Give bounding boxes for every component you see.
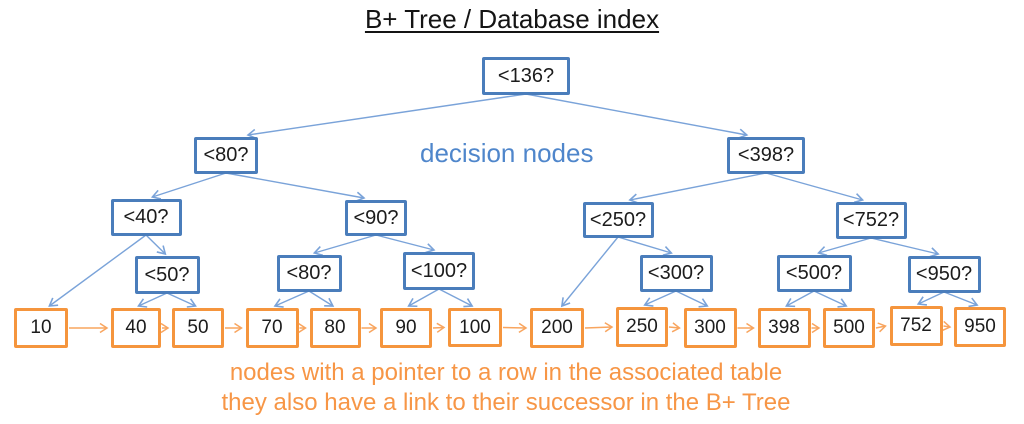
decision-node-label: <50? — [144, 263, 190, 286]
leaf-node-label: 40 — [125, 317, 147, 338]
leaf-node-100: 100 — [448, 308, 502, 347]
leaf-node-label: 950 — [964, 316, 996, 337]
successor-arrow — [942, 320, 952, 332]
leaf-node-label: 250 — [626, 316, 658, 337]
tree-edge — [375, 234, 436, 254]
leaf-node-label: 752 — [900, 315, 932, 336]
leaf-nodes-annotation: nodes with a pointer to a row in the ass… — [0, 358, 1012, 418]
tree-edge — [407, 288, 440, 308]
leaf-node-90: 90 — [380, 308, 432, 348]
leaf-node-752: 752 — [889, 306, 943, 346]
decision-node-40: <40? — [110, 199, 182, 236]
leaf-node-200: 200 — [530, 308, 584, 348]
decision-node-label: <90? — [353, 206, 399, 229]
tree-edge — [225, 172, 366, 202]
tree-edge — [525, 93, 749, 139]
leaf-node-label: 398 — [768, 317, 800, 338]
tree-edge — [438, 288, 474, 308]
tree-edge — [943, 291, 979, 308]
decision-node-950: <950? — [907, 256, 981, 293]
decision-node-label: <80? — [203, 144, 249, 166]
tree-edge — [765, 172, 865, 204]
leaf-node-300: 300 — [683, 308, 737, 348]
tree-edge — [628, 172, 767, 204]
leaf-node-label: 10 — [30, 317, 52, 338]
tree-edge — [617, 236, 673, 256]
leaf-node-500: 500 — [823, 308, 875, 348]
decision-node-80a: <80? — [194, 137, 258, 174]
tree-edge — [246, 93, 527, 140]
successor-arrow — [875, 322, 887, 333]
tree-edge — [870, 237, 940, 258]
successor-arrow — [584, 322, 614, 333]
leaf-node-label: 200 — [541, 317, 573, 338]
decision-node-300: <300? — [639, 255, 713, 292]
tree-edge — [308, 290, 335, 307]
tree-edge — [916, 291, 945, 306]
leaf-node-label: 100 — [459, 316, 491, 338]
leaf-node-40: 40 — [111, 308, 161, 348]
leaf-node-70: 70 — [245, 308, 299, 348]
decision-node-label: <80? — [286, 262, 332, 284]
tree-edge — [643, 290, 677, 307]
decision-node-label: <250? — [589, 208, 647, 231]
decision-node-752: <752? — [835, 202, 907, 239]
decision-node-250: <250? — [582, 202, 654, 238]
decision-node-label: <500? — [785, 262, 843, 284]
decision-node-label: <950? — [915, 263, 973, 285]
leaf-node-398: 398 — [757, 308, 811, 348]
tree-edge — [48, 234, 147, 307]
tree-edge — [145, 234, 167, 256]
successor-arrow — [502, 322, 528, 333]
leaf-node-80: 80 — [309, 308, 361, 348]
successor-arrow — [432, 322, 446, 333]
tree-edge — [817, 237, 872, 257]
decision-node-80b: <80? — [276, 255, 342, 292]
tree-edge — [137, 292, 168, 308]
successor-arrow — [668, 322, 681, 333]
leaf-node-50: 50 — [172, 308, 224, 348]
decision-node-50: <50? — [134, 256, 200, 294]
leaf-node-10: 10 — [14, 308, 68, 348]
decision-node-label: <398? — [737, 144, 795, 166]
tree-edge — [560, 236, 619, 308]
tree-edge — [150, 172, 227, 200]
tree-edge — [675, 290, 709, 308]
decision-node-label: <40? — [123, 206, 169, 228]
leaf-node-label: 50 — [187, 317, 209, 338]
leaf-node-250: 250 — [616, 307, 668, 347]
leaf-node-label: 500 — [833, 317, 865, 338]
decision-node-90: <90? — [345, 200, 407, 236]
leaf-note-line2: they also have a link to their successor… — [221, 389, 791, 416]
tree-edge — [785, 290, 815, 308]
leaf-node-label: 70 — [261, 317, 283, 338]
decision-node-136: <136? — [482, 57, 570, 95]
tree-edge — [312, 234, 377, 256]
leaf-node-950: 950 — [954, 307, 1006, 347]
decision-nodes-annotation: decision nodes — [420, 138, 594, 168]
leaf-node-label: 300 — [694, 317, 726, 338]
leaf-node-label: 90 — [395, 317, 417, 338]
decision-node-500: <500? — [776, 255, 852, 292]
leaf-note-line1: nodes with a pointer to a row in the ass… — [229, 359, 783, 386]
decision-node-label: <100? — [410, 259, 468, 282]
tree-edge — [166, 292, 197, 308]
tree-edge — [813, 290, 848, 308]
decision-node-label: <752? — [842, 209, 900, 231]
leaf-node-label: 80 — [324, 317, 346, 338]
decision-node-label: <300? — [647, 262, 705, 284]
decision-node-label: <136? — [497, 64, 555, 87]
tree-edge — [273, 290, 310, 308]
diagram-title: B+ Tree / Database index — [364, 4, 660, 34]
decision-node-100: <100? — [403, 252, 475, 290]
decision-node-398: <398? — [727, 137, 805, 174]
